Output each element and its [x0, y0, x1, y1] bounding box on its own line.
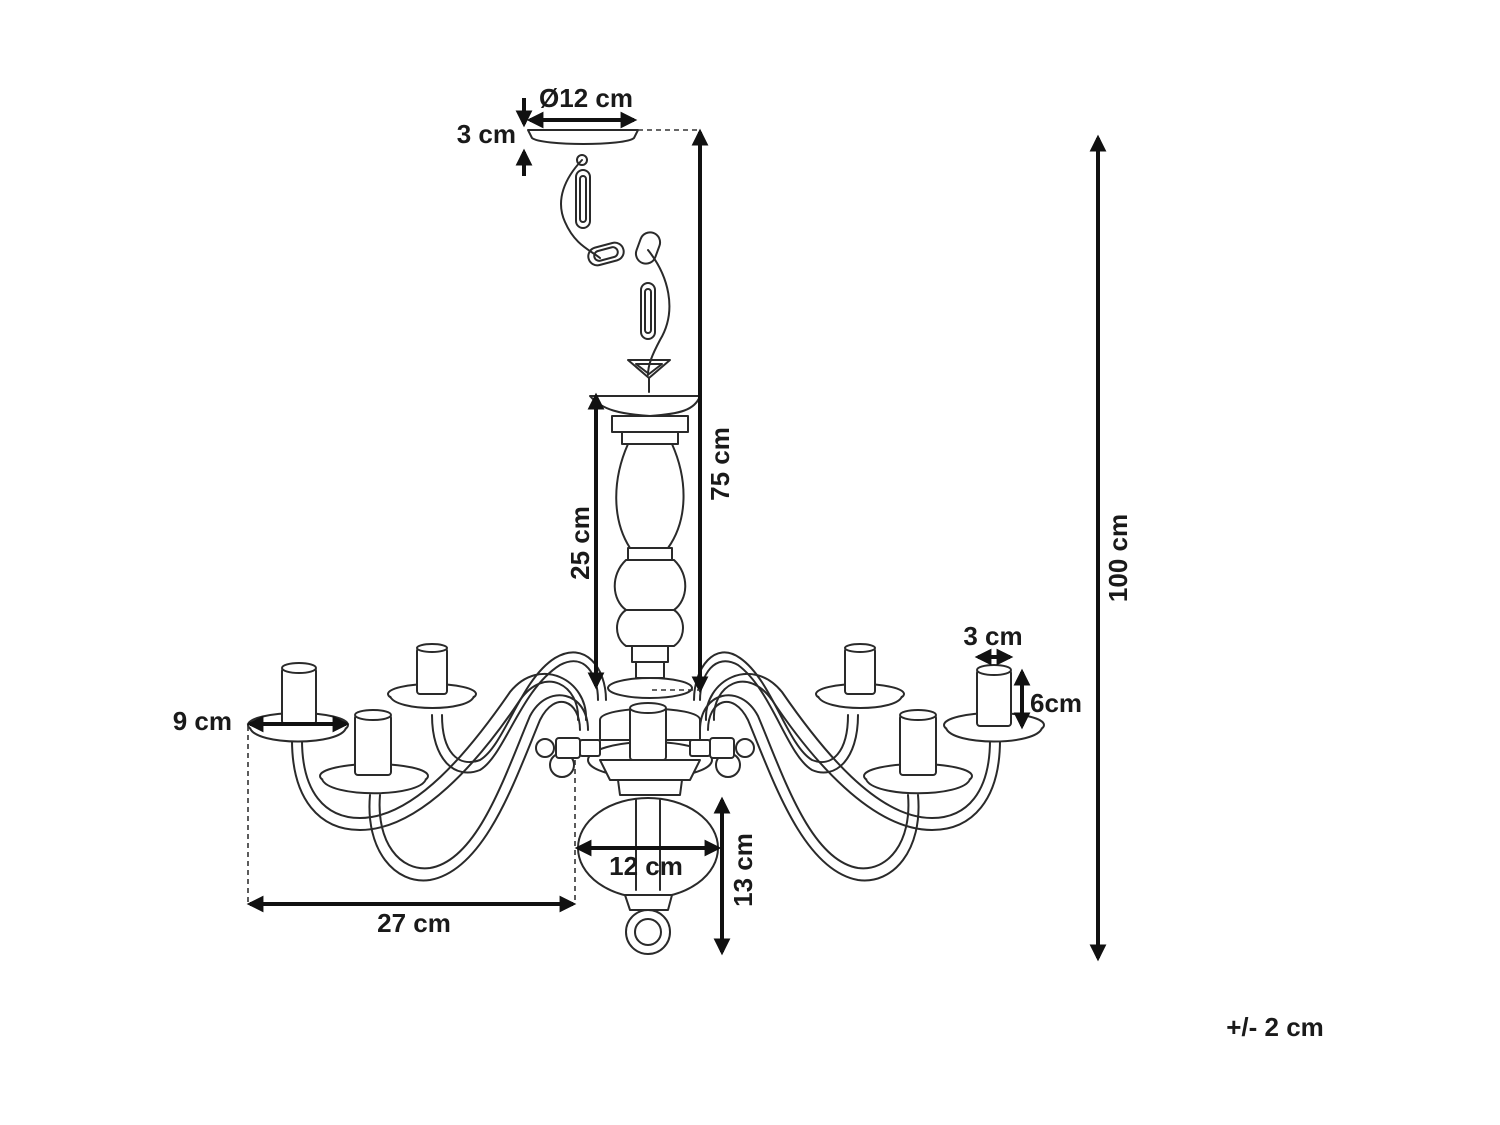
candle-far-left — [247, 662, 349, 743]
tolerance-note: +/- 2 cm — [1226, 1012, 1324, 1042]
candle-center — [629, 702, 667, 761]
center-column — [587, 395, 713, 781]
chain-height-label: 75 cm — [705, 427, 735, 501]
candle-cups — [247, 643, 1045, 795]
chandelier-drawing — [247, 129, 1045, 955]
arm-reach-label: 27 cm — [377, 908, 451, 938]
candle-height-label: 6cm — [1030, 688, 1082, 718]
arms-front — [291, 672, 1001, 882]
dimension-lines — [246, 98, 1107, 962]
ceiling-canopy — [527, 129, 639, 145]
canopy-diameter-label: Ø12 cm — [539, 83, 633, 113]
chain — [560, 154, 671, 393]
bottom-width-label: 12 cm — [609, 851, 683, 881]
dimension-labels: Ø12 cm 3 cm 75 cm 100 cm 25 cm 3 cm 6cm … — [173, 83, 1324, 1042]
canopy-height-label: 3 cm — [457, 119, 516, 149]
candle-far-right — [943, 664, 1045, 743]
candle-back-left — [387, 643, 477, 709]
bottom-height-label: 13 cm — [728, 833, 758, 907]
candle-back-right — [815, 643, 905, 709]
candle-width-label: 3 cm — [963, 621, 1022, 651]
cup-width-label: 9 cm — [173, 706, 232, 736]
candle-front-left — [319, 709, 429, 795]
column-height-label: 25 cm — [565, 506, 595, 580]
total-height-label: 100 cm — [1103, 514, 1133, 602]
candle-front-right — [863, 709, 973, 795]
